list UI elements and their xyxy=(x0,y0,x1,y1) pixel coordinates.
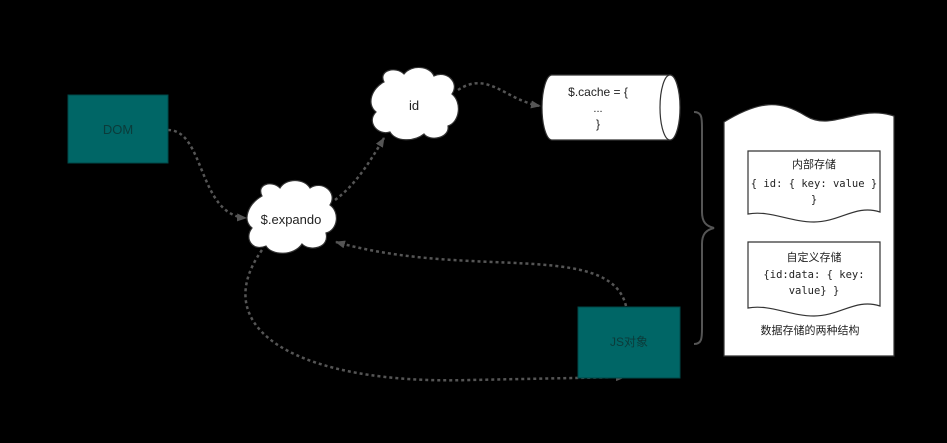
arrow-expando-to-id xyxy=(334,137,386,201)
custom-storage-title: 自定义存储 xyxy=(787,250,842,264)
cache-line-3: } xyxy=(596,117,600,131)
id-label: id xyxy=(409,98,419,113)
arrow-jsobject-to-expando xyxy=(335,240,628,307)
internal-storage-doc: 内部存储 { id: { key: value } } xyxy=(747,150,881,223)
structures-panel: 内部存储 { id: { key: value } } 自定义存储 {id:da… xyxy=(723,104,895,357)
internal-storage-line-1: { id: { key: value } xyxy=(751,178,877,190)
js-object-node: JS对象 xyxy=(577,306,681,379)
dom-node: DOM xyxy=(67,94,169,164)
expando-label: $.expando xyxy=(261,212,322,227)
connectors xyxy=(167,82,628,382)
grouping-brace xyxy=(693,111,715,345)
js-object-label: JS对象 xyxy=(610,335,648,349)
panel-caption: 数据存储的两种结构 xyxy=(761,323,860,337)
custom-storage-line-2: value} } xyxy=(789,285,840,297)
cache-line-2: ... xyxy=(593,103,602,115)
arrow-dom-to-expando xyxy=(167,128,247,222)
custom-storage-doc: 自定义存储 {id:data: { key: value} } xyxy=(747,241,881,317)
custom-storage-line-1: {id:data: { key: xyxy=(763,269,864,281)
expando-cloud: $.expando xyxy=(246,179,337,254)
arrow-expando-to-jsobject xyxy=(244,249,626,382)
cache-line-1: $.cache = { xyxy=(568,85,628,99)
cache-cylinder: $.cache = { ... } xyxy=(541,74,681,141)
dom-label: DOM xyxy=(103,122,133,137)
internal-storage-title: 内部存储 xyxy=(792,157,836,171)
id-cloud: id xyxy=(370,66,459,141)
arrow-id-to-cache xyxy=(457,82,541,109)
internal-storage-line-2: } xyxy=(811,194,817,206)
